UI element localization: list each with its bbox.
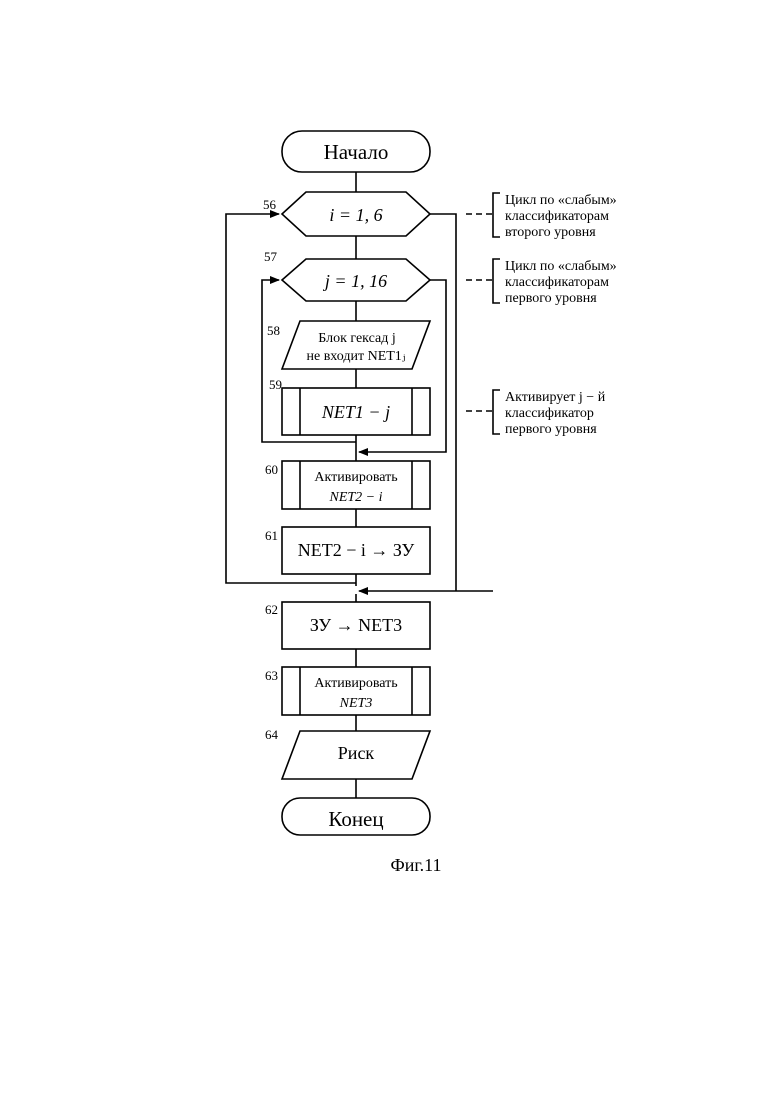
block-60-line2: NET2 − i	[328, 490, 382, 505]
block-number-59: 59	[269, 377, 282, 392]
comment-3-line3: первого уровня	[505, 422, 597, 437]
block-61-text: NET2 − i → ЗУ	[298, 540, 415, 560]
comment-3-line2: классификатор	[505, 406, 594, 421]
block-number-57: 57	[264, 249, 278, 264]
comment-connectors	[466, 214, 493, 411]
block-60-line1: Активировать	[314, 470, 397, 485]
comment-2-line1: Цикл по «слабым»	[505, 259, 617, 274]
block-number-56: 56	[263, 197, 277, 212]
comment-3-line1: Активирует j − й	[505, 390, 606, 405]
comment-1-line3: второго уровня	[505, 225, 596, 240]
end-label: Конец	[328, 807, 383, 831]
outer-loop-exit	[430, 214, 456, 591]
block-number-63: 63	[265, 668, 278, 683]
comment-bracket-2	[493, 259, 500, 303]
block-number-60: 60	[265, 462, 278, 477]
block-62-text: ЗУ → NET3	[310, 615, 402, 635]
block-number-58: 58	[267, 323, 280, 338]
block-number-64: 64	[265, 727, 279, 742]
block-63-line1: Активировать	[314, 676, 397, 691]
comment-bracket-1	[493, 193, 500, 237]
inner-loop-exit	[359, 280, 446, 452]
start-label: Начало	[324, 140, 389, 164]
block-59-text: NET1 − j	[321, 402, 390, 422]
comment-2-line3: первого уровня	[505, 291, 597, 306]
block-58-line2: не входит NET1ⱼ	[306, 349, 405, 364]
comment-bracket-3	[493, 390, 500, 434]
comment-1-line2: классификаторам	[505, 209, 609, 224]
block-number-62: 62	[265, 602, 278, 617]
block-56-text: i = 1, 6	[329, 205, 382, 225]
block-number-61: 61	[265, 528, 278, 543]
comment-2-line2: классификаторам	[505, 275, 609, 290]
block-63-line2: NET3	[339, 696, 373, 711]
block-57-text: j = 1, 16	[323, 271, 387, 291]
block-58-line1: Блок гексад j	[318, 331, 395, 346]
block-64-text: Риск	[338, 743, 375, 763]
comment-1-line1: Цикл по «слабым»	[505, 193, 617, 208]
figure-caption: Фиг.11	[390, 855, 441, 875]
